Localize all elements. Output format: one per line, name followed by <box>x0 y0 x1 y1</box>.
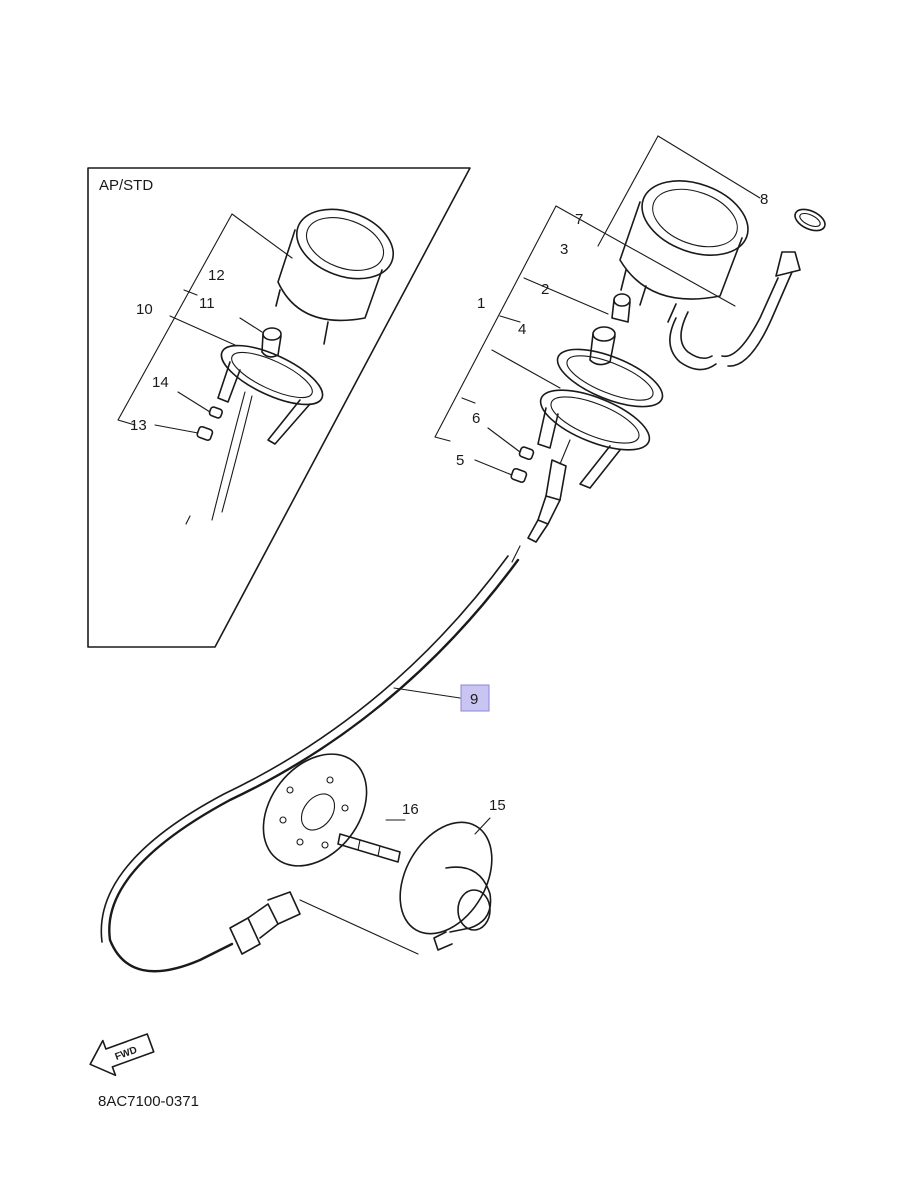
callout-14: 14 <box>152 374 169 391</box>
callout-4: 4 <box>518 321 526 338</box>
callout-2: 2 <box>541 281 549 298</box>
callout-12: 12 <box>208 267 225 284</box>
inset-label: AP/STD <box>99 177 153 194</box>
callout-8: 8 <box>760 191 768 208</box>
main-bracket-plate <box>537 348 664 489</box>
speedometer-gear-unit: 16 15 <box>262 753 506 951</box>
callout-11: 11 <box>199 295 215 312</box>
callout-15: 15 <box>489 797 506 814</box>
bulb-socket <box>589 293 631 366</box>
inset-gauge <box>275 208 395 345</box>
inset-nuts <box>154 391 223 441</box>
callout-13: 13 <box>130 417 147 434</box>
callout-1: 1 <box>477 295 485 312</box>
diagram-code: 8AC7100-0371 <box>98 1093 199 1110</box>
main-nuts <box>474 427 535 483</box>
cable-top-connector <box>527 439 571 543</box>
inset-ap-std: AP/STD <box>87 167 471 648</box>
callout-9-highlight <box>460 684 490 712</box>
callout-10: 10 <box>136 301 153 318</box>
callout-6: 6 <box>472 410 480 427</box>
callout-7: 7 <box>575 211 583 228</box>
speedometer-cable: 9 <box>100 545 521 973</box>
callout-9: 9 <box>470 691 478 708</box>
fwd-label: FWD <box>114 1045 139 1063</box>
inset-bulb-socket <box>239 317 282 358</box>
cable-bottom-fitting <box>229 891 419 955</box>
inset-bracket-plate <box>185 344 324 525</box>
callout-16: 16 <box>402 801 419 818</box>
fwd-arrow-icon: FWD <box>89 1033 155 1077</box>
main-assembly: 8 7 3 2 1 4 6 5 <box>434 135 826 543</box>
ring-8 <box>794 208 826 232</box>
main-gauge <box>619 180 749 323</box>
hose-fitting <box>669 251 801 371</box>
callout-5: 5 <box>456 452 464 469</box>
callout-3: 3 <box>560 241 568 258</box>
